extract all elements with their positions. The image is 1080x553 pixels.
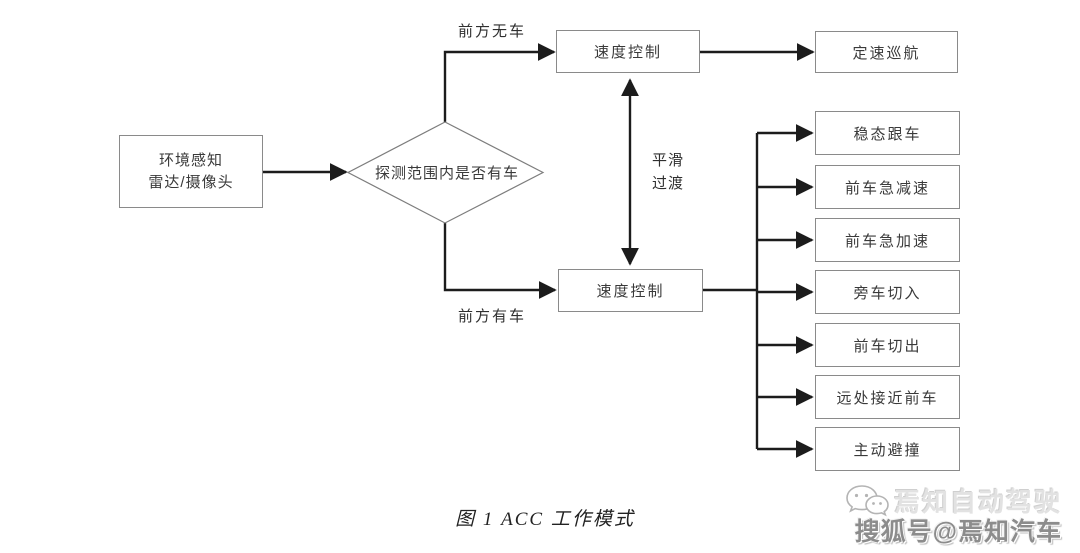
- perception-label-line2: 雷达/摄像头: [148, 173, 234, 191]
- edge-label-no-car-ahead: 前方无车: [458, 23, 527, 40]
- watermark-brand-text: 焉知自动驾驶: [893, 487, 1062, 517]
- node-mode-lead-hard-deceleration: 前车急减速: [815, 165, 960, 209]
- node-speed-control-top: 速度控制: [556, 30, 700, 73]
- edge-label-smooth-transition: 平滑 过渡: [646, 149, 690, 195]
- perception-label-line1: 环境感知: [158, 151, 223, 169]
- decision-diamond-shape: [346, 121, 545, 224]
- node-mode-approach-distant-lead: 远处接近前车: [815, 375, 960, 419]
- decision-diamond-label: 探测范围内是否有车: [374, 165, 519, 182]
- node-cruise-control: 定速巡航: [815, 31, 958, 73]
- transition-label-line2: 过渡: [651, 175, 684, 192]
- figure-caption: 图 1 ACC 工作模式: [455, 509, 635, 530]
- watermark-account-text: 搜狐号@焉知汽车: [854, 518, 1062, 546]
- node-mode-active-collision-avoidance: 主动避撞: [815, 427, 960, 471]
- node-speed-control-bottom: 速度控制: [558, 269, 703, 312]
- node-mode-steady-following: 稳态跟车: [815, 111, 960, 155]
- node-mode-lead-cut-out: 前车切出: [815, 323, 960, 367]
- node-mode-lead-hard-acceleration: 前车急加速: [815, 218, 960, 262]
- node-environment-perception: 环境感知 雷达/摄像头: [119, 135, 263, 208]
- wechat-icon: [846, 485, 889, 517]
- node-mode-side-cut-in: 旁车切入: [815, 270, 960, 314]
- transition-label-line1: 平滑: [651, 152, 684, 169]
- watermark: 焉知自动驾驶 搜狐号@焉知汽车: [844, 482, 1062, 545]
- edge-label-car-ahead: 前方有车: [458, 308, 527, 325]
